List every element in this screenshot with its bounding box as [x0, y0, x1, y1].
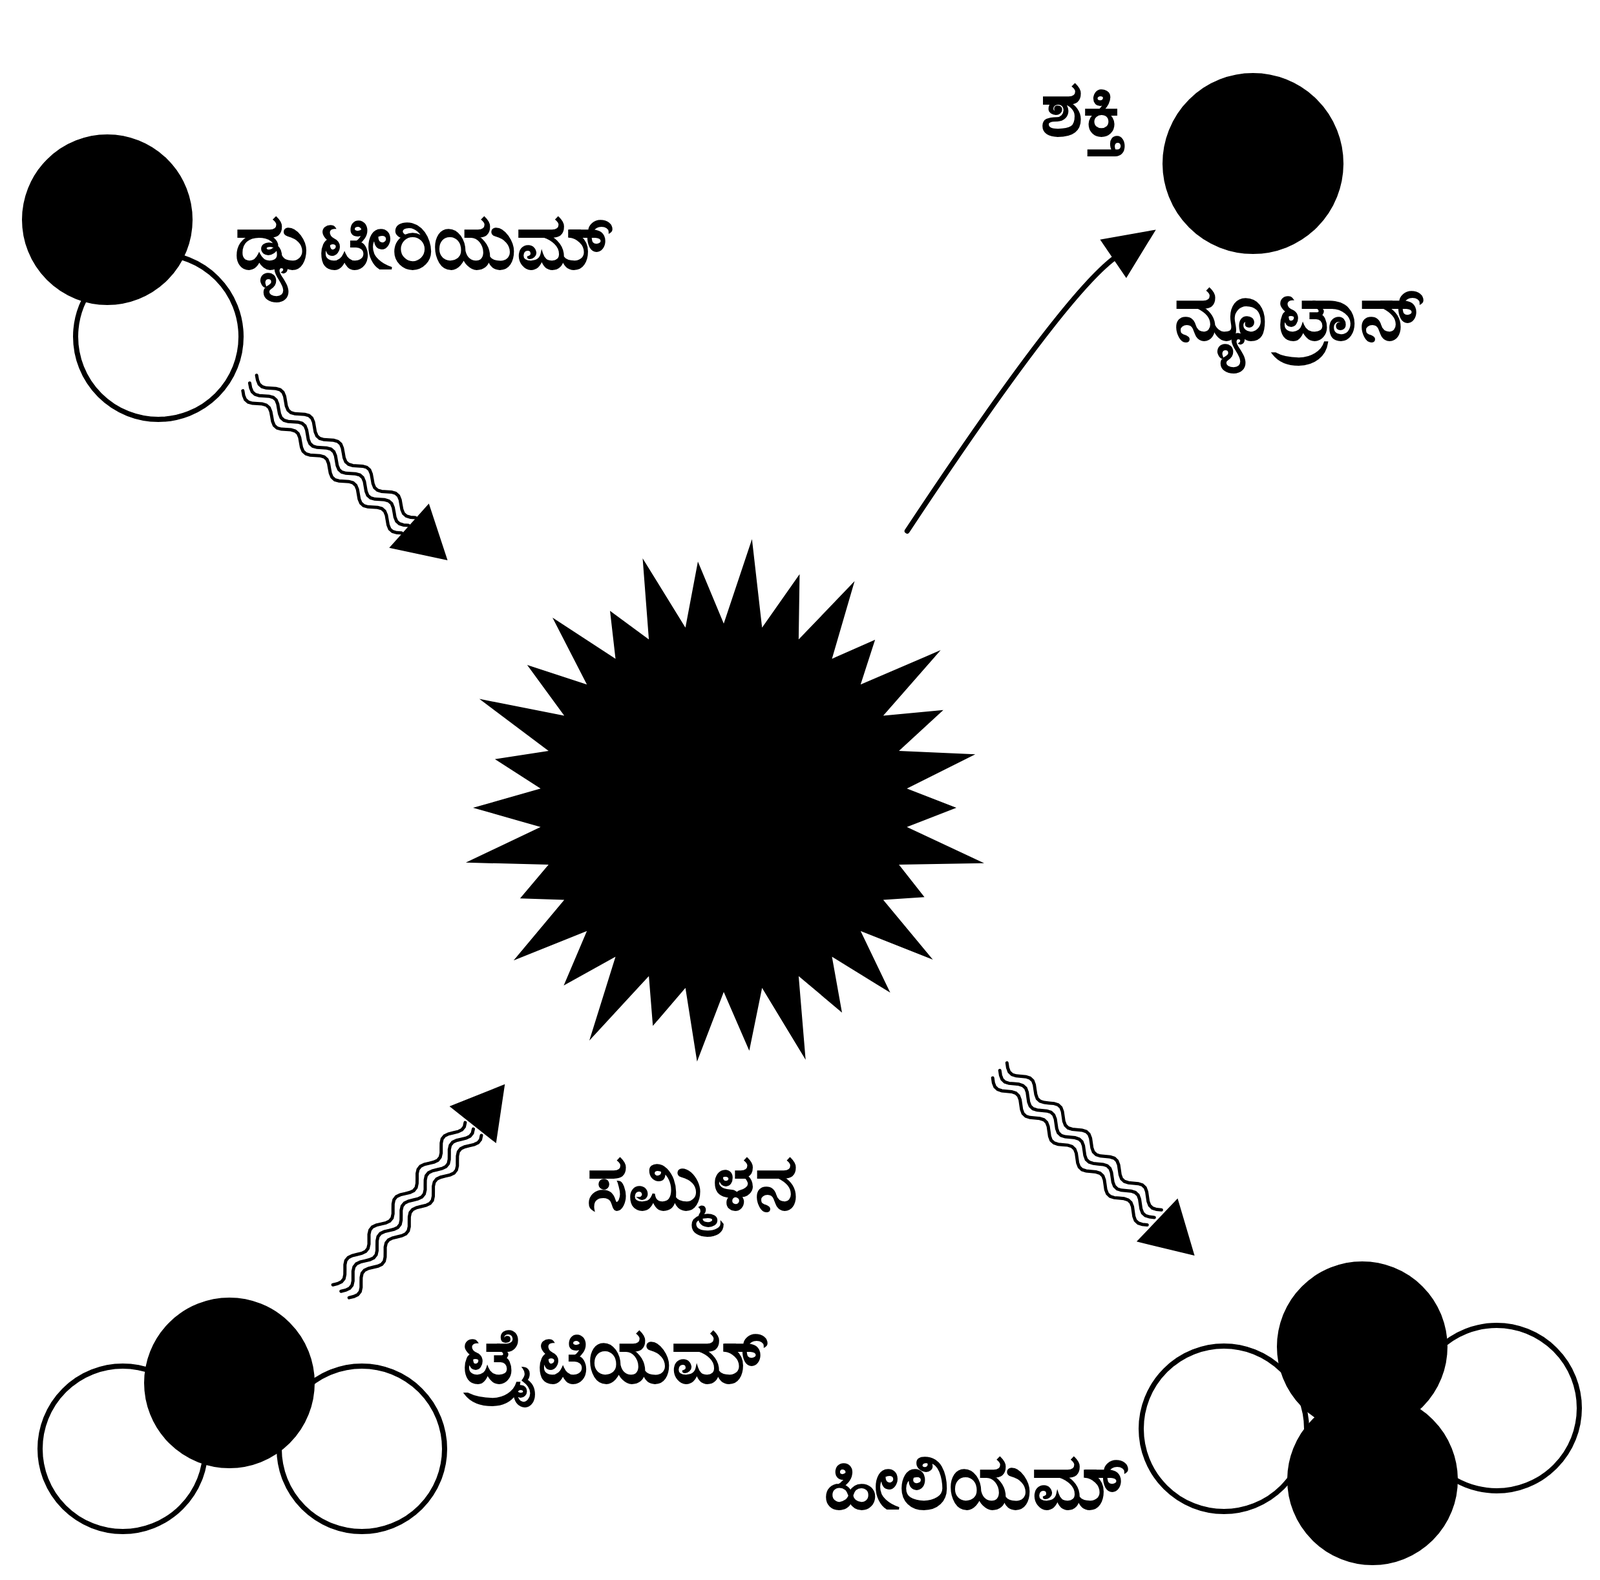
curved-arrow [907, 229, 1157, 531]
wave-line [332, 1122, 466, 1285]
wave-line [249, 383, 409, 526]
proton-circle [24, 136, 190, 303]
proton-circle [1165, 75, 1341, 252]
node-label: ಸಮ್ಮಿಳನ [586, 1132, 799, 1233]
arrow-head [449, 1084, 506, 1144]
helium-atom: ಹೀಲಿಯಮ್ [1137, 1260, 1584, 1567]
wave-line [999, 1070, 1155, 1218]
fusion-burst: ಸಮ್ಮಿಳನ [452, 536, 996, 1080]
node-outline [36, 1296, 449, 1536]
neutron-particle: ನ್ಯೂಟ್ರಾನ್ [1161, 71, 1345, 256]
connector-line [907, 255, 1118, 532]
wavy-arrow [332, 1084, 505, 1298]
arrow-head [1099, 229, 1156, 278]
wave-line [341, 1128, 474, 1292]
node-outline [1137, 1260, 1584, 1567]
energy-label: ಶಕ್ತಿ [1040, 58, 1126, 159]
burst-shape [465, 538, 985, 1062]
wavy-arrow [992, 1063, 1195, 1256]
node-label: ಟ್ರೈಟಿಯಮ್ [462, 1305, 771, 1407]
proton-circle [1289, 1397, 1456, 1563]
wave-line [348, 1135, 482, 1298]
arrow-head [389, 503, 448, 561]
node-outline [1161, 71, 1345, 256]
deuterium-atom: ಡ್ಯುಟೀರಿಯಮ್ [20, 133, 245, 424]
wave-line [242, 390, 402, 534]
node-label: ನ್ಯೂಟ್ರಾನ್ [1174, 262, 1429, 364]
wavy-arrow [242, 375, 448, 561]
node-outline [20, 133, 245, 424]
node-label: ಡ್ಯುಟೀರಿಯಮ್ [234, 191, 616, 293]
wave-line [1006, 1063, 1162, 1211]
proton-circle [146, 1300, 313, 1466]
tritium-atom: ಟ್ರೈಟಿಯಮ್ [36, 1296, 449, 1536]
node-outline [452, 536, 996, 1080]
node-label: ಹೀಲಿಯಮ್ [823, 1431, 1131, 1533]
wave-line [256, 375, 416, 518]
arrow-head [1136, 1198, 1195, 1257]
wave-line [992, 1077, 1148, 1226]
